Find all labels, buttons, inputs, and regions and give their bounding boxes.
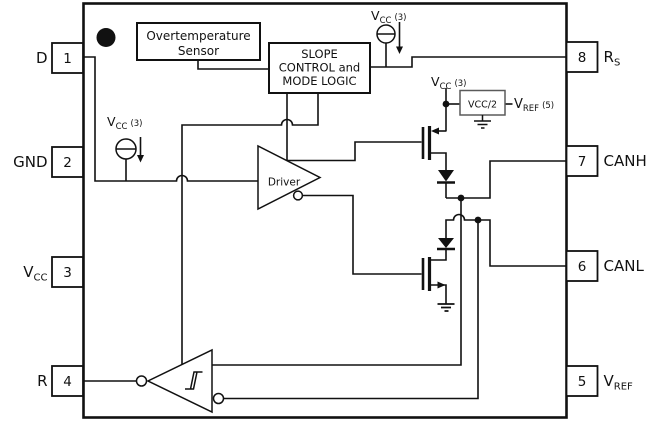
slope-label-line2: CONTROL and	[279, 61, 360, 75]
nmos-transistor	[421, 257, 455, 312]
pin-label-r: R	[37, 372, 47, 390]
pin-label-vcc: VCC	[23, 263, 47, 284]
vcc-label: VCC(3)	[431, 74, 466, 92]
receiver-output-bubble	[135, 375, 148, 387]
pin-6: 6 CANL	[565, 250, 645, 282]
wire-canh	[446, 160, 566, 199]
pin-label-canl: CANL	[604, 257, 645, 275]
pin-number: 2	[63, 155, 72, 171]
overtemperature-sensor-block: Overtemperature Sensor	[136, 22, 261, 61]
pin-number: 1	[63, 51, 72, 67]
pin-3: 3 VCC	[23, 256, 84, 288]
left-vcc-current-source: VCC(3)	[107, 114, 144, 163]
vref-label: VREF(5)	[514, 97, 554, 114]
nmos-arrow-icon	[437, 281, 446, 289]
wire-overtemp-link	[197, 60, 269, 70]
driver-label: Driver	[268, 177, 301, 189]
pin-label-d: D	[36, 49, 48, 67]
wire-pmos-gate	[287, 141, 422, 162]
wire-pmos-drain	[431, 152, 447, 170]
receiver-schmitt-buffer	[135, 348, 225, 414]
driver-inverting-bubble	[292, 190, 304, 201]
rs-vcc-current-source: VCC(3)	[371, 8, 406, 54]
pin-7: 7 CANH	[565, 145, 647, 177]
pin-1: 1 D	[36, 42, 84, 74]
pmos-transistor	[421, 126, 439, 160]
wire-rs	[370, 56, 566, 68]
wire-canl	[445, 213, 566, 267]
overtemp-label-line2: Sensor	[178, 44, 219, 58]
wires	[83, 43, 566, 400]
pin-label-rs: RS	[604, 48, 621, 69]
slope-label-line3: MODE LOGIC	[282, 74, 356, 88]
ground-icon	[474, 115, 491, 129]
pin-number: 3	[63, 265, 72, 281]
pin-5: 5 VREF	[565, 365, 634, 397]
vcc-half-block: VCC/2 VREF(5)	[459, 89, 554, 129]
pin-number: 6	[578, 259, 587, 275]
diode-canl-icon	[437, 238, 455, 251]
pin-number: 5	[578, 374, 587, 390]
pin-2: 2 GND	[13, 146, 84, 178]
driver-amplifier: Driver	[257, 144, 322, 211]
vcc-label: VCC(3)	[107, 114, 142, 132]
pin-number: 7	[578, 154, 587, 170]
wire-canl-sense	[224, 220, 479, 400]
junction-dot	[442, 100, 450, 108]
diode-canh-icon	[437, 170, 455, 184]
vcc-half-label: VCC/2	[468, 100, 497, 111]
pin-label-canh: CANH	[604, 152, 647, 170]
wire-d-input	[83, 56, 258, 182]
vcc-label: VCC(3)	[371, 8, 406, 26]
ground-icon	[437, 303, 455, 312]
junction-dot	[474, 216, 482, 224]
pin1-marker-dot	[96, 28, 116, 47]
slope-control-mode-logic-block: SLOPE CONTROL and MODE LOGIC	[268, 42, 371, 94]
pin-8: 8 RS	[565, 41, 621, 73]
pin-number: 4	[63, 374, 72, 390]
pin-label-vref: VREF	[604, 372, 634, 393]
wire-nmos-drain	[431, 249, 447, 261]
pin-label-gnd: GND	[13, 153, 47, 171]
receiver-inverting-input-bubble	[212, 392, 225, 405]
pmos-arrow-icon	[431, 127, 439, 135]
junction-dot	[457, 194, 465, 202]
wire-nmos-source	[431, 284, 447, 304]
pin-4: 4 R	[37, 365, 84, 397]
slope-label-line1: SLOPE	[301, 47, 338, 61]
schmitt-hysteresis-icon	[185, 371, 203, 390]
overtemp-label-line1: Overtemperature	[146, 29, 250, 43]
wire-canh-sense	[212, 198, 462, 366]
wire-nmos-gate	[303, 194, 422, 275]
pin-number: 8	[578, 50, 587, 66]
